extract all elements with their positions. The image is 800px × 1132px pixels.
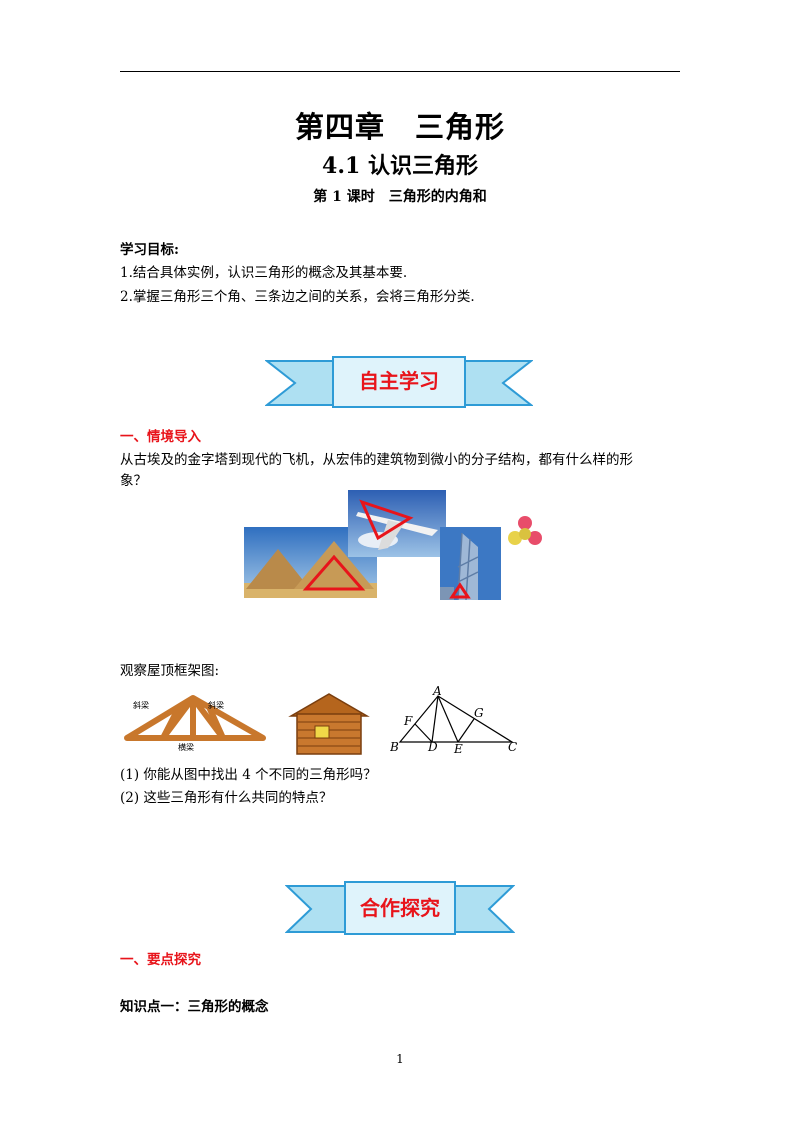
section-title: 4.1 认识三角形 — [322, 153, 478, 179]
situation-text-line2: 象？ — [120, 473, 147, 489]
truss-label-right: 斜梁 — [208, 701, 224, 710]
point-label-f: F — [404, 714, 413, 728]
objective-item-1: 1.结合具体实例，认识三角形的概念及其基本要. — [120, 265, 408, 281]
banner-self-study: 自主学习 — [264, 355, 534, 411]
key-points-heading: 一、要点探究 — [120, 952, 201, 968]
tower-photo — [440, 527, 501, 600]
banner-self-study-label: 自主学习 — [359, 369, 439, 393]
banner-cooperate-label: 合作探究 — [360, 896, 440, 920]
objectives-heading: 学习目标: — [120, 242, 179, 258]
page-number: 1 — [396, 1052, 404, 1066]
point-label-a: A — [433, 686, 442, 698]
point-label-e: E — [454, 742, 463, 754]
point-label-d: D — [428, 740, 438, 754]
truss-label-bottom: 横梁 — [178, 743, 194, 752]
situation-text-line1: 从古埃及的金字塔到现代的飞机，从宏伟的建筑物到微小的分子结构，都有什么样的形 — [120, 452, 633, 468]
chapter-title: 第四章 三角形 — [294, 110, 505, 144]
objective-item-2: 2.掌握三角形三个角、三条边之间的关系，会将三角形分类. — [120, 289, 475, 305]
airplane-photo — [348, 490, 446, 557]
roof-intro: 观察屋顶框架图: — [120, 663, 220, 679]
banner-cooperate: 合作探究 — [284, 880, 516, 938]
truss-label-left: 斜梁 — [133, 701, 149, 710]
point-label-g: G — [474, 706, 484, 720]
geometry-figure: A B C D E F G — [390, 686, 520, 754]
header-rule — [120, 71, 680, 72]
ribbon-banner-icon — [284, 881, 516, 935]
molecule-image — [505, 514, 545, 548]
question-2: (2) 这些三角形有什么共同的特点？ — [120, 790, 333, 806]
point-label-b: B — [390, 740, 399, 754]
situation-heading: 一、情境导入 — [120, 429, 201, 445]
roof-truss-drawing: 斜梁 斜梁 横梁 — [123, 690, 268, 752]
point-label-c: C — [508, 740, 518, 754]
cabin-image — [287, 692, 371, 756]
ribbon-banner-icon — [264, 356, 534, 408]
lesson-title: 第 1 课时 三角形的内角和 — [313, 189, 487, 205]
question-1: (1) 你能从图中找出 4 个不同的三角形吗？ — [120, 767, 377, 783]
knowledge-point-1: 知识点一：三角形的概念 — [120, 999, 269, 1015]
